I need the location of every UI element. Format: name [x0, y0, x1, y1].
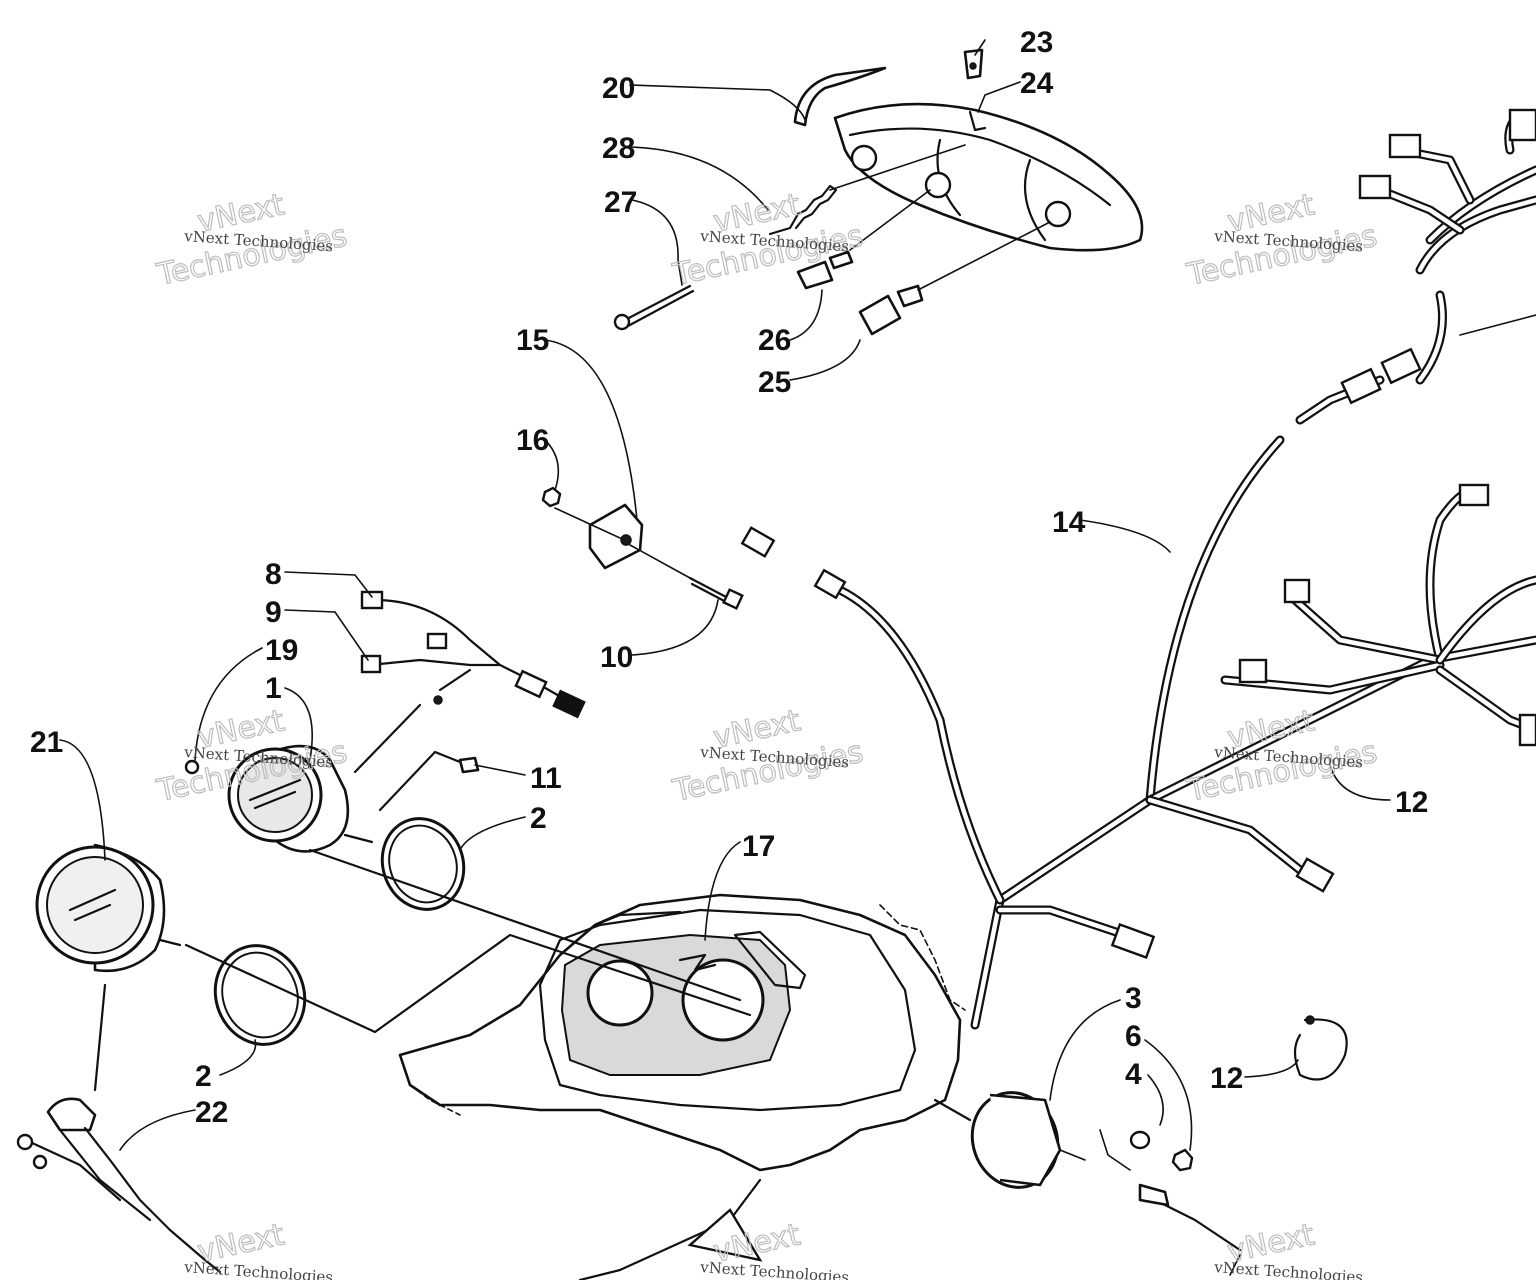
callout-2-upper: 2	[530, 802, 547, 835]
callout-24: 24	[1020, 67, 1054, 100]
leader-lines	[59, 39, 1536, 1280]
callout-3: 3	[1125, 982, 1142, 1015]
callout-12-lower: 12	[1210, 1062, 1243, 1095]
headlight-assembly-part-24	[833, 102, 1144, 252]
callout-15: 15	[516, 324, 549, 357]
callout-16: 16	[516, 424, 549, 457]
callout-12-upper: 12	[1395, 786, 1428, 819]
wire-harness-part-14	[835, 110, 1536, 1030]
callout-23: 23	[1020, 26, 1053, 59]
callout-21: 21	[30, 726, 63, 759]
washer-part-4	[1129, 1130, 1151, 1150]
callout-8: 8	[265, 558, 282, 591]
watermark-text: vNext Technologies	[699, 1258, 850, 1280]
callout-26: 26	[758, 324, 791, 357]
adjusting-screw-part-27	[613, 284, 695, 331]
bulb-part-11	[458, 756, 480, 774]
lamp-lead-part-22	[16, 1097, 222, 1274]
callout-11: 11	[530, 762, 562, 795]
bezel-ring-part-2-lower	[213, 944, 307, 1046]
callout-28: 28	[602, 132, 635, 165]
callout-20: 20	[602, 72, 635, 105]
spring-part-28	[768, 184, 838, 236]
watermark-outline: Technologies	[669, 219, 866, 294]
bulb-socket-part-26	[796, 250, 854, 290]
callout-1: 1	[265, 672, 282, 705]
watermark-outline: Technologies	[153, 219, 350, 294]
bulb-socket-part-25	[858, 284, 924, 336]
watermark-text: vNext Technologies	[1213, 1258, 1364, 1280]
warning-decal-icon	[687, 1208, 763, 1262]
callout-14: 14	[1052, 506, 1086, 539]
nut-part-16	[541, 486, 562, 508]
callout-6: 6	[1125, 1020, 1142, 1053]
watermark-text: vNext Technologies	[183, 1258, 334, 1280]
bulb-part-19	[184, 759, 200, 775]
callout-10: 10	[600, 641, 633, 674]
watermark-outline: Technologies	[1183, 219, 1380, 294]
bezel-ring-part-2-upper	[380, 817, 466, 911]
clip-part-23	[963, 48, 984, 80]
callout-4: 4	[1125, 1058, 1142, 1091]
callout-9: 9	[265, 596, 282, 629]
cable-clamp-part-12	[1293, 1015, 1348, 1081]
gauge-cup-part-3	[970, 1091, 1242, 1252]
callout-labels: 23 24 20 28 27 26 25 15 16 10 8 9 19 1 1…	[30, 26, 1428, 1129]
callout-27: 27	[604, 186, 637, 219]
watermark-outline: Technologies	[1183, 735, 1380, 810]
callout-25: 25	[758, 366, 791, 399]
harness-connectors	[740, 108, 1536, 960]
gauge-part-21	[35, 843, 182, 973]
nut-part-6	[1171, 1148, 1194, 1172]
gauge-part-1	[227, 744, 374, 853]
callout-22: 22	[195, 1096, 228, 1129]
callout-2-lower: 2	[195, 1060, 212, 1093]
pigtail-wiring-parts-8-9	[360, 590, 586, 719]
callout-17: 17	[742, 830, 775, 863]
watermark-outline: Technologies	[669, 735, 866, 810]
bolt-part-10	[688, 576, 744, 610]
callout-19: 19	[265, 634, 298, 667]
dash-console-part-17	[398, 893, 966, 1172]
